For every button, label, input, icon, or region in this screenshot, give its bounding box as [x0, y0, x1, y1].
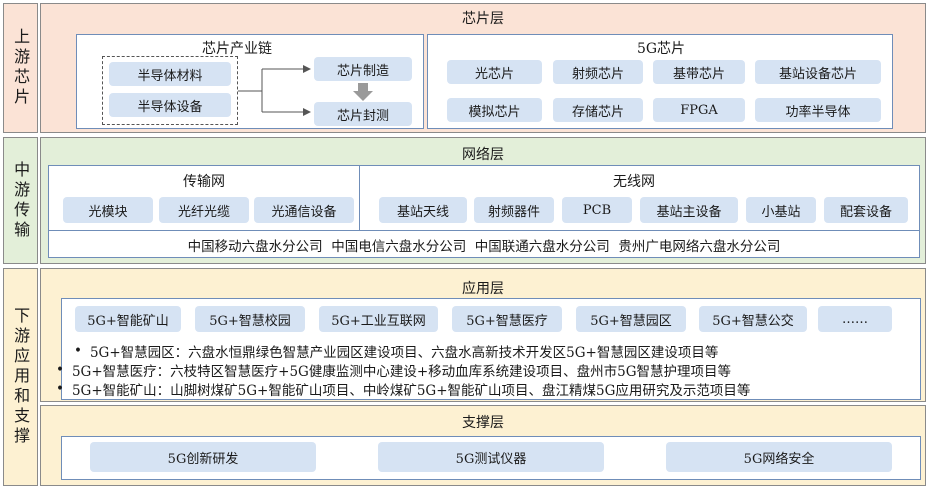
- bullet-icon: •: [74, 343, 82, 359]
- bullet-icon: •: [56, 381, 64, 397]
- transmission-optical-comm-equipment: 光通信设备: [254, 197, 354, 223]
- support-panel: 5G创新研发 5G测试仪器 5G网络安全: [61, 436, 921, 480]
- project-line-smart-park: • 5G+智慧园区：六盘水恒鼎绿色智慧产业园区建设项目、六盘水高新技术开发区5G…: [74, 342, 920, 361]
- project-text-smart-medical: 5G+智慧医疗：六枝特区智慧医疗+5G健康监测中心建设+移动血库系统建设项目、盘…: [71, 364, 732, 380]
- section-midstream: 中游传输: [3, 137, 38, 264]
- wireless-rf-device: 射频器件: [474, 197, 554, 223]
- semiconductor-equipment: 半导体设备: [109, 93, 231, 117]
- app-smart-campus: 5G+智慧校园: [195, 306, 305, 332]
- chip-optical: 光芯片: [447, 60, 542, 84]
- section-downstream-label: 下游应用和支撑: [11, 307, 31, 447]
- network-panel: 传输网 光模块 光纤光缆 光通信设备 无线网 基站天线 射频器件 PCB 基站主…: [48, 165, 920, 258]
- support-innovation-rnd: 5G创新研发: [90, 442, 316, 472]
- app-smart-mining: 5G+智能矿山: [75, 306, 181, 332]
- section-midstream-label: 中游传输: [11, 160, 31, 241]
- wireless-main-equipment: 基站主设备: [640, 197, 738, 223]
- application-panel: 5G+智能矿山 5G+智慧校园 5G+工业互联网 5G+智慧医疗 5G+智慧园区…: [56, 298, 921, 400]
- app-smart-park: 5G+智慧园区: [576, 306, 686, 332]
- chip-storage: 存储芯片: [553, 98, 643, 122]
- project-text-smart-park: 5G+智慧园区：六盘水恒鼎绿色智慧产业园区建设项目、六盘水高新技术开发区5G+智…: [89, 345, 719, 361]
- chip-power-semiconductor: 功率半导体: [755, 98, 881, 122]
- wireless-title: 无线网: [613, 174, 655, 190]
- chip-analog: 模拟芯片: [447, 98, 542, 122]
- transmission-title: 传输网: [183, 174, 225, 190]
- wireless-antenna: 基站天线: [379, 197, 467, 223]
- chip-fpga: FPGA: [653, 98, 745, 122]
- app-smart-medical: 5G+智慧医疗: [452, 306, 562, 332]
- support-layer-title: 支撑层: [462, 415, 504, 431]
- network-layer: 网络层 传输网 光模块 光纤光缆 光通信设备 无线网 基站天线 射频器件 PCB…: [40, 137, 926, 264]
- section-downstream: 下游应用和支撑: [3, 268, 38, 486]
- transmission-optical-module: 光模块: [63, 197, 153, 223]
- application-layer: 应用层 5G+智能矿山 5G+智慧校园 5G+工业互联网 5G+智慧医疗 5G+…: [40, 268, 926, 402]
- network-divider-vertical: [359, 166, 360, 230]
- chain-connector-arrows: [238, 65, 311, 116]
- network-layer-title: 网络层: [462, 147, 504, 163]
- chip-packaging-testing: 芯片封测: [314, 102, 412, 126]
- support-layer: 支撑层 5G创新研发 5G测试仪器 5G网络安全: [40, 405, 926, 486]
- app-industrial-internet: 5G+工业互联网: [319, 306, 438, 332]
- industry-chain-title: 芯片产业链: [202, 41, 272, 57]
- chip-rf: 射频芯片: [553, 60, 643, 84]
- project-line-smart-medical: • 5G+智慧医疗：六枝特区智慧医疗+5G健康监测中心建设+移动血库系统建设项目…: [56, 361, 920, 380]
- app-more: ……: [818, 306, 892, 332]
- 5g-chip-panel: 5G芯片 光芯片 射频芯片 基带芯片 基站设备芯片 模拟芯片 存储芯片 FPGA…: [427, 34, 893, 129]
- bullet-icon: •: [56, 362, 64, 378]
- chip-layer-title: 芯片层: [462, 11, 504, 27]
- operators-line: 中国移动六盘水分公司 中国电信六盘水分公司 中国联通六盘水分公司 贵州广电网络六…: [187, 239, 781, 255]
- chip-baseband: 基带芯片: [653, 60, 745, 84]
- section-upstream-label: 上游芯片: [11, 28, 31, 108]
- support-network-security: 5G网络安全: [666, 442, 892, 472]
- industry-chain-panel: 芯片产业链 半导体材料 半导体设备 芯片制造 芯片封测: [76, 34, 424, 129]
- semiconductor-group: [102, 56, 238, 125]
- section-upstream: 上游芯片: [3, 3, 38, 133]
- chip-layer: 芯片层 芯片产业链 半导体材料 半导体设备 芯片制造 芯片封测 5G芯片 光芯片…: [40, 3, 926, 133]
- project-line-smart-mining: • 5G+智能矿山：山脚树煤矿5G+智能矿山项目、中岭煤矿5G+智能矿山项目、盘…: [56, 380, 920, 399]
- network-divider-horizontal: [49, 230, 919, 231]
- application-layer-title: 应用层: [462, 281, 504, 297]
- wireless-supporting-equipment: 配套设备: [824, 197, 908, 223]
- transmission-fiber-cable: 光纤光缆: [159, 197, 249, 223]
- app-smart-bus: 5G+智慧公交: [699, 306, 807, 332]
- wireless-small-cell: 小基站: [746, 197, 816, 223]
- chip-manufacturing: 芯片制造: [314, 57, 412, 81]
- chip-base-station: 基站设备芯片: [755, 60, 881, 84]
- project-text-smart-mining: 5G+智能矿山：山脚树煤矿5G+智能矿山项目、中岭煤矿5G+智能矿山项目、盘江精…: [71, 383, 751, 399]
- support-test-instruments: 5G测试仪器: [378, 442, 604, 472]
- semiconductor-materials: 半导体材料: [109, 62, 231, 86]
- 5g-chip-title: 5G芯片: [636, 41, 686, 57]
- down-arrow-icon: [353, 83, 373, 101]
- wireless-pcb: PCB: [562, 197, 632, 223]
